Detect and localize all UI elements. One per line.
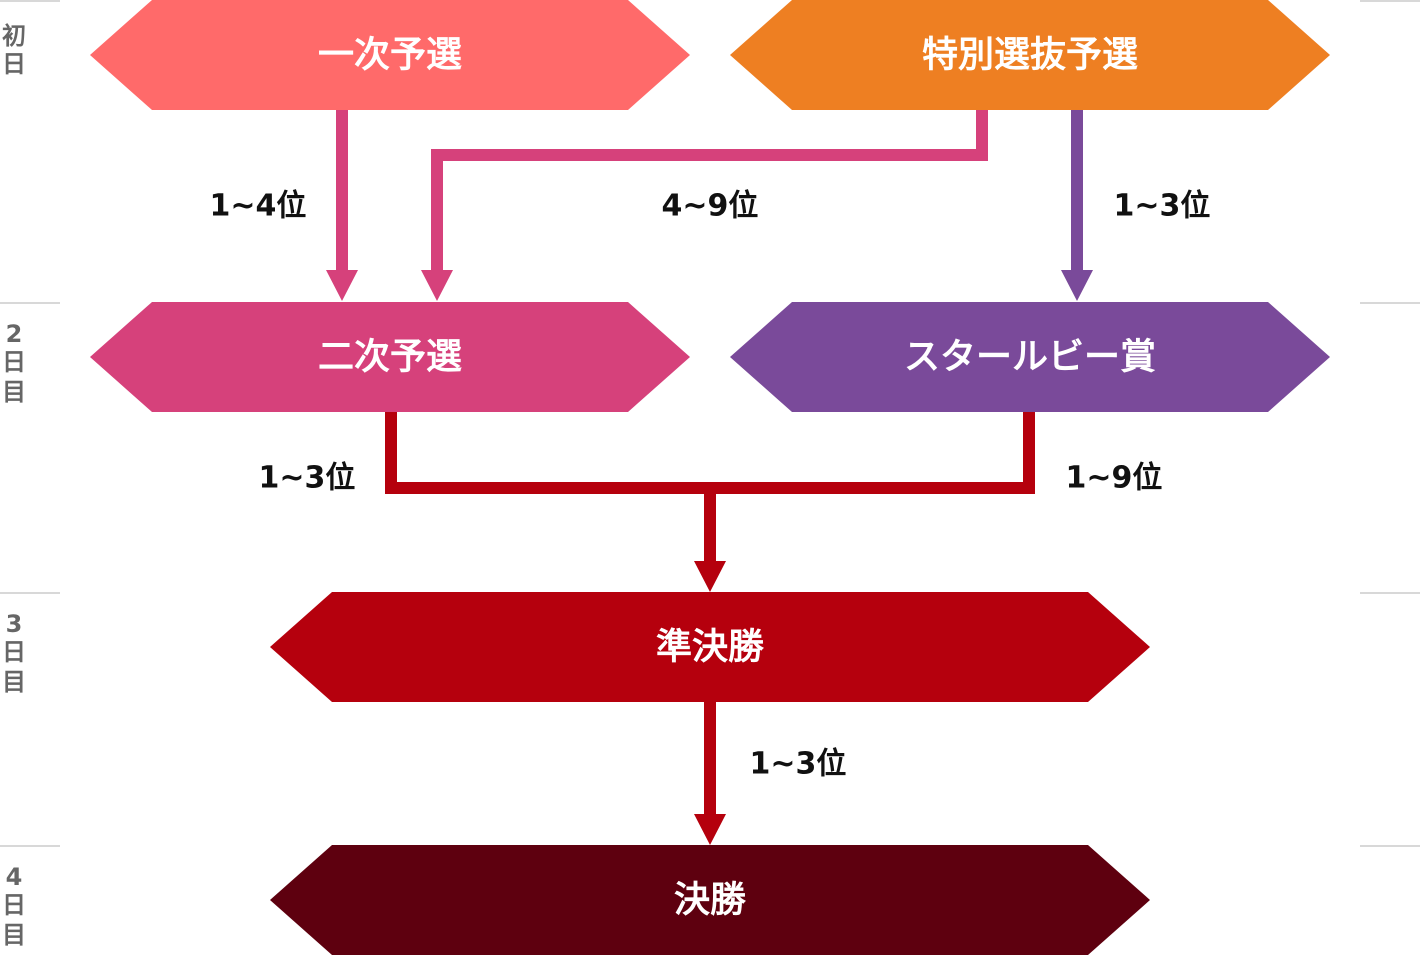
node-first-prelim-shape: [90, 0, 690, 110]
day-3-char-3: 目: [2, 668, 26, 696]
day-2-char-2: 日: [2, 348, 26, 376]
node-star-rubies-shape: [730, 302, 1330, 412]
day-4-char-3: 目: [2, 921, 26, 949]
node-final-label: 決勝: [674, 880, 747, 921]
node-star-rubies-label: スタールビー賞: [904, 337, 1156, 378]
day-4-char-1: 4: [6, 863, 23, 891]
day-rules: [0, 0, 1420, 847]
node-special-prelim: 特別選抜予選: [730, 0, 1330, 110]
edge-label-first-to-second: 1~4位: [210, 189, 307, 224]
node-second-prelim: 二次予選: [90, 302, 690, 412]
arrowheads: [326, 270, 1093, 845]
day-2-char-1: 2: [6, 320, 23, 348]
edge-labels: 1~4位 4~9位 1~3位 1~3位 1~9位 1~3位: [210, 189, 1211, 782]
node-star-rubies: スタールビー賞: [730, 302, 1330, 412]
node-semifinal: 準決勝: [270, 592, 1150, 702]
arrowhead-special-to-star: [1061, 270, 1093, 301]
edge-label-special-to-star: 1~3位: [1114, 189, 1211, 224]
day-labels: 初 日 2 日 目 3 日 目 4 日 目: [2, 22, 26, 949]
connector-special-to-second: [431, 110, 988, 272]
node-first-prelim: 一次予選: [90, 0, 690, 110]
day-3-char-1: 3: [6, 610, 23, 638]
day-1-char-1: 初: [2, 22, 26, 50]
arrowhead-to-semi: [694, 561, 726, 592]
node-final-shape: [270, 845, 1150, 955]
node-first-prelim-label: 一次予選: [318, 35, 462, 76]
day-3-char-2: 日: [2, 638, 26, 666]
edge-label-star-to-semi: 1~9位: [1066, 461, 1163, 496]
connector-second-to-semi: [385, 412, 1035, 494]
arrowhead-first-to-second: [326, 270, 358, 301]
arrowhead-special-to-second: [421, 270, 453, 301]
node-second-prelim-shape: [90, 302, 690, 412]
node-special-prelim-label: 特別選抜予選: [922, 35, 1138, 76]
node-second-prelim-label: 二次予選: [318, 337, 462, 378]
node-special-prelim-shape: [730, 0, 1330, 110]
edge-label-special-to-second: 4~9位: [662, 189, 759, 224]
day-2-char-3: 目: [2, 378, 26, 406]
connectors: [336, 110, 1083, 816]
node-semifinal-label: 準決勝: [656, 627, 765, 668]
node-semifinal-shape: [270, 592, 1150, 702]
node-final: 決勝: [270, 845, 1150, 955]
arrowhead-to-final: [694, 814, 726, 845]
edge-label-second-to-semi: 1~3位: [259, 461, 356, 496]
day-4-char-2: 日: [2, 891, 26, 919]
day-1-char-2: 日: [2, 50, 26, 78]
edge-label-semi-to-final: 1~3位: [750, 747, 847, 782]
